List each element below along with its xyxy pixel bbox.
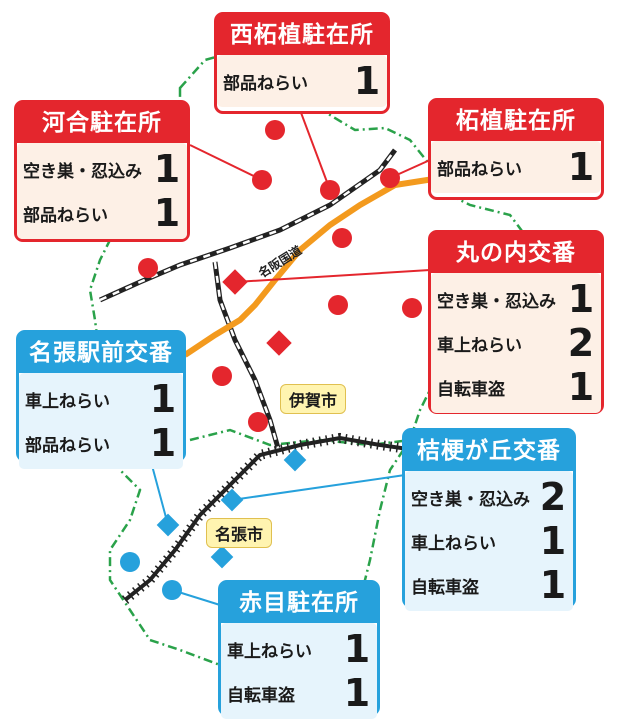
- meihan-road: [183, 175, 441, 358]
- koban-marker: [210, 545, 234, 569]
- box-kikyougaoka: 桔梗が丘交番 空き巣・忍込み 2 車上ねらい 1 自転車盗 1: [402, 428, 576, 611]
- crime-count: 1: [149, 421, 177, 465]
- crime-count: 1: [149, 377, 177, 421]
- railway-kintetsu: [123, 435, 416, 602]
- box-title: 河合駐在所: [17, 103, 187, 143]
- koban-marker: [283, 448, 307, 472]
- koban-marker: [156, 513, 180, 537]
- crime-count: 1: [343, 671, 371, 715]
- crime-type-label: 空き巣・忍込み: [437, 291, 556, 312]
- crime-type-label: 空き巣・忍込み: [411, 489, 530, 510]
- crime-count: 2: [567, 321, 595, 365]
- koban-markers-red: [222, 269, 292, 356]
- stat-row: 部品ねらい 1: [25, 421, 177, 465]
- incident-markers-blue: [120, 552, 182, 600]
- crime-type-label: 車上ねらい: [227, 641, 312, 662]
- incident-marker: [332, 228, 352, 248]
- crime-type-label: 部品ねらい: [223, 73, 308, 94]
- crime-count: 1: [539, 519, 567, 563]
- crime-count: 1: [343, 627, 371, 671]
- incident-marker: [120, 552, 140, 572]
- stat-row: 部品ねらい 1: [223, 59, 381, 103]
- box-title: 丸の内交番: [431, 233, 601, 273]
- incident-marker: [212, 366, 232, 386]
- stat-row: 車上ねらい 1: [411, 519, 567, 563]
- stat-row: 空き巣・忍込み 1: [437, 277, 595, 321]
- box-title: 赤目駐在所: [221, 583, 377, 623]
- crime-type-label: 車上ねらい: [437, 335, 522, 356]
- incident-markers-red: [138, 120, 422, 432]
- crime-count: 1: [539, 563, 567, 607]
- box-kawai: 河合駐在所 空き巣・忍込み 1 部品ねらい 1: [14, 100, 190, 242]
- crime-count: 1: [567, 365, 595, 409]
- box-title: 桔梗が丘交番: [405, 431, 573, 471]
- crime-type-label: 車上ねらい: [25, 391, 110, 412]
- crime-type-label: 自転車盗: [437, 379, 505, 400]
- crime-type-label: 部品ねらい: [23, 205, 108, 226]
- incident-marker: [248, 412, 268, 432]
- stat-row: 自転車盗 1: [411, 563, 567, 607]
- box-marunouchi: 丸の内交番 空き巣・忍込み 1 車上ねらい 2 自転車盗 1: [428, 230, 604, 414]
- railway-iga-dash: [213, 261, 280, 449]
- incident-marker: [320, 180, 340, 200]
- incident-marker: [328, 295, 348, 315]
- crime-type-label: 自転車盗: [227, 685, 295, 706]
- stat-row: 車上ねらい 1: [227, 627, 371, 671]
- stat-row: 自転車盗 1: [437, 365, 595, 409]
- crime-type-label: 自転車盗: [411, 577, 479, 598]
- incident-marker: [380, 168, 400, 188]
- railway-kansai-dash: [99, 149, 396, 302]
- crime-count: 1: [153, 191, 181, 235]
- crime-count: 2: [539, 475, 567, 519]
- box-tsuge: 柘植駐在所 部品ねらい 1: [428, 98, 604, 200]
- crime-type-label: 部品ねらい: [437, 159, 522, 180]
- stat-row: 空き巣・忍込み 1: [23, 147, 181, 191]
- incident-marker: [265, 120, 285, 140]
- stat-row: 空き巣・忍込み 2: [411, 475, 567, 519]
- crime-count: 1: [153, 147, 181, 191]
- city-label-nabari: 名張市: [206, 518, 273, 548]
- crime-type-label: 部品ねらい: [25, 435, 110, 456]
- stat-row: 車上ねらい 1: [25, 377, 177, 421]
- stat-row: 車上ねらい 2: [437, 321, 595, 365]
- crime-type-label: 空き巣・忍込み: [23, 161, 142, 182]
- box-title: 西柘植駐在所: [217, 15, 387, 55]
- city-label-iga: 伊賀市: [280, 384, 347, 414]
- incident-marker: [138, 258, 158, 278]
- crime-type-label: 車上ねらい: [411, 533, 496, 554]
- koban-marker: [266, 330, 292, 356]
- koban-marker: [222, 269, 248, 295]
- stat-row: 部品ねらい 1: [437, 145, 595, 189]
- box-nabari-ekimae: 名張駅前交番 車上ねらい 1 部品ねらい 1: [16, 330, 186, 469]
- incident-marker: [252, 170, 272, 190]
- stat-row: 自転車盗 1: [227, 671, 371, 715]
- box-title: 名張駅前交番: [19, 333, 183, 373]
- crime-count: 1: [567, 145, 595, 189]
- incident-marker: [402, 298, 422, 318]
- crime-count: 1: [353, 59, 381, 103]
- incident-marker: [162, 580, 182, 600]
- box-nishitsuge: 西柘植駐在所 部品ねらい 1: [214, 12, 390, 114]
- box-akame: 赤目駐在所 車上ねらい 1 自転車盗 1: [218, 580, 380, 719]
- stat-row: 部品ねらい 1: [23, 191, 181, 235]
- box-title: 柘植駐在所: [431, 101, 601, 141]
- crime-count: 1: [567, 277, 595, 321]
